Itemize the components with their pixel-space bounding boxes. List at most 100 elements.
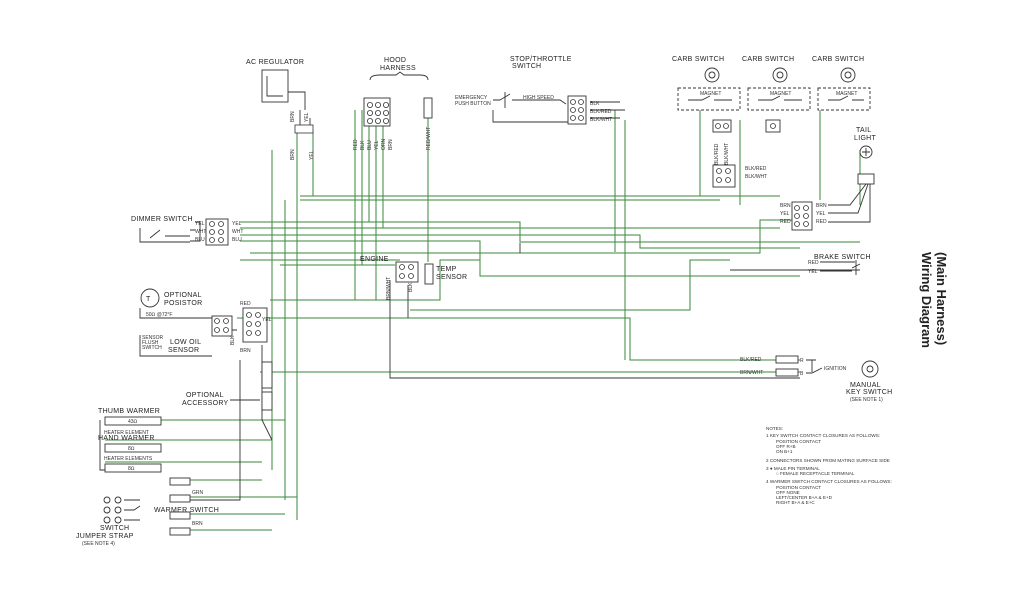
svg-text:43Ω: 43Ω	[128, 419, 138, 425]
svg-text:BRN: BRN	[388, 139, 394, 150]
svg-text:(SEE NOTE 1): (SEE NOTE 1)	[850, 397, 883, 403]
svg-text:8Ω: 8Ω	[128, 446, 135, 452]
svg-text:SWITCH: SWITCH	[512, 63, 541, 70]
svg-text:BLK: BLK	[230, 335, 236, 345]
svg-text:LEFT/CENTER B+A & E+D: LEFT/CENTER B+A & E+D	[776, 495, 833, 500]
svg-text:BRN: BRN	[192, 521, 203, 527]
svg-text:JUMPER STRAP: JUMPER STRAP	[76, 533, 134, 540]
svg-text:KEY SWITCH: KEY SWITCH	[846, 389, 892, 396]
svg-text:TAIL: TAIL	[856, 127, 871, 134]
svg-text:MAGNET: MAGNET	[770, 91, 791, 97]
svg-text:WHT: WHT	[232, 229, 243, 235]
svg-text:8Ω: 8Ω	[128, 466, 135, 472]
svg-text:TEMP: TEMP	[436, 266, 457, 273]
svg-text:B: B	[800, 371, 804, 377]
svg-text:SENSOR: SENSOR	[168, 347, 199, 354]
svg-text:HAND WARMER: HAND WARMER	[98, 435, 155, 442]
svg-text:50Ω @72°F: 50Ω @72°F	[146, 312, 172, 318]
svg-text:BRAKE SWITCH: BRAKE SWITCH	[814, 254, 871, 261]
svg-text:BRN: BRN	[240, 348, 251, 354]
svg-text:RED/WHT: RED/WHT	[426, 127, 432, 150]
svg-text:POSITION CONTACT: POSITION CONTACT	[776, 439, 821, 444]
svg-text:YEL: YEL	[232, 221, 242, 227]
svg-text:RED: RED	[816, 219, 827, 225]
ac-regulator: AC REGULATOR BRN YEL BRN YEL	[246, 59, 315, 160]
svg-text:OPTIONAL: OPTIONAL	[164, 292, 202, 299]
svg-text:YEL: YEL	[808, 269, 818, 275]
svg-text:THUMB WARMER: THUMB WARMER	[98, 408, 160, 415]
svg-text:WARMER SWITCH: WARMER SWITCH	[154, 507, 219, 514]
svg-text:BLK: BLK	[408, 282, 414, 292]
ac-regulator-label: AC REGULATOR	[246, 59, 304, 66]
svg-text:BRN/WHT: BRN/WHT	[386, 277, 392, 300]
svg-text:CARB SWITCH: CARB SWITCH	[742, 56, 794, 63]
svg-text:HOOD: HOOD	[384, 57, 406, 64]
harness-wires	[100, 110, 861, 531]
svg-text:BRN/WHT: BRN/WHT	[740, 370, 763, 376]
svg-text:BLK: BLK	[590, 101, 600, 107]
svg-text:EMERGENCY: EMERGENCY	[455, 95, 488, 101]
svg-text:3 ● MALE PIN TERMINAL: 3 ● MALE PIN TERMINAL	[766, 466, 820, 471]
svg-text:BRN: BRN	[816, 203, 827, 209]
diagram-title: Wiring Diagram (Main Harness)	[919, 252, 949, 348]
svg-text:CARB SWITCH: CARB SWITCH	[812, 56, 864, 63]
title-line-1: Wiring Diagram	[919, 252, 934, 348]
svg-text:(SEE NOTE 4): (SEE NOTE 4)	[82, 541, 115, 547]
svg-text:BLK: BLK	[360, 140, 366, 150]
optional-posistor: T OPTIONAL POSISTOR 50Ω @72°F RED	[139, 288, 251, 337]
svg-text:YEL: YEL	[262, 317, 272, 323]
svg-text:BLK/RED: BLK/RED	[745, 166, 767, 172]
svg-text:RED: RED	[780, 219, 791, 225]
svg-text:SENSOR: SENSOR	[142, 335, 164, 341]
svg-text:ACCESSORY: ACCESSORY	[182, 400, 229, 407]
svg-text:RED: RED	[240, 301, 251, 307]
svg-text:MANUAL: MANUAL	[850, 382, 881, 389]
svg-text:RED: RED	[808, 260, 819, 266]
svg-text:FLUSH: FLUSH	[142, 340, 159, 346]
svg-text:HARNESS: HARNESS	[380, 65, 416, 72]
svg-text:MAGNET: MAGNET	[700, 91, 721, 97]
svg-text:OFF R+B: OFF R+B	[776, 444, 796, 449]
warmer-elements: THUMB WARMER 43Ω HEATER ELEMENT HAND WAR…	[98, 408, 162, 473]
svg-text:BLK/RED: BLK/RED	[740, 357, 762, 363]
warmer-switch: WARMER SWITCH GRN BRN SWITCH JUMPER STRA…	[76, 477, 219, 547]
accessory-connector: YEL BRN OPTIONAL ACCESSORY	[182, 307, 273, 411]
svg-text:CARB SWITCH: CARB SWITCH	[672, 56, 724, 63]
svg-text:BRN: BRN	[290, 149, 296, 160]
svg-text:BLK/RED: BLK/RED	[590, 109, 612, 115]
title-line-2: (Main Harness)	[934, 252, 949, 345]
svg-text:YEL: YEL	[374, 140, 380, 150]
svg-text:SWITCH: SWITCH	[100, 525, 129, 532]
svg-text:4 WARMER SWITCH CONTACT CLOSU: 4 WARMER SWITCH CONTACT CLOSURES AS FOLL…	[766, 479, 892, 484]
svg-text:YEL: YEL	[195, 221, 205, 227]
svg-text:BRN: BRN	[780, 203, 791, 209]
svg-text:BLK/WHT: BLK/WHT	[745, 174, 767, 180]
svg-text:YEL: YEL	[304, 112, 310, 122]
svg-text:1 KEY SWITCH CONTACT CLOSURES: 1 KEY SWITCH CONTACT CLOSURES AS FOLLOWS…	[766, 433, 880, 438]
svg-text:STOP/THROTTLE: STOP/THROTTLE	[510, 56, 572, 63]
svg-text:NOTES:: NOTES:	[766, 426, 783, 431]
tail-light: TAIL LIGHT	[854, 127, 877, 185]
svg-text:BLU: BLU	[232, 237, 242, 243]
svg-text:ON B+1: ON B+1	[776, 449, 793, 454]
svg-text:LIGHT: LIGHT	[854, 135, 877, 142]
carb-switches: CARB SWITCH CARB SWITCH CARB SWITCH MAGN…	[672, 56, 871, 188]
svg-text:R: R	[800, 358, 804, 364]
svg-text:BLK/WHT: BLK/WHT	[724, 143, 730, 165]
svg-text:POSITION CONTACT: POSITION CONTACT	[776, 485, 821, 490]
tail-connector: BRN YEL RED BRN YEL RED	[780, 183, 871, 231]
svg-text:POSISTOR: POSISTOR	[164, 300, 202, 307]
svg-text:BRN: BRN	[290, 111, 296, 122]
svg-text:YEL: YEL	[780, 211, 790, 217]
dark-wires	[190, 101, 860, 501]
svg-text:SENSOR: SENSOR	[436, 274, 467, 281]
svg-text:IGNITION: IGNITION	[824, 366, 847, 372]
stop-throttle-switch: STOP/THROTTLE SWITCH EMERGENCY PUSH BUTT…	[455, 56, 612, 125]
svg-text:T: T	[146, 296, 151, 303]
hood-harness: HOOD HARNESS RED BLK BLU YEL ORN BRN RED…	[353, 57, 433, 150]
svg-text:HEATER ELEMENTS: HEATER ELEMENTS	[104, 456, 153, 462]
svg-text:RED: RED	[353, 139, 359, 150]
svg-text:OFF NONE: OFF NONE	[776, 490, 800, 495]
engine-connector: ENGINE BRN/WHT BLK TEMP SENSOR	[360, 256, 467, 300]
